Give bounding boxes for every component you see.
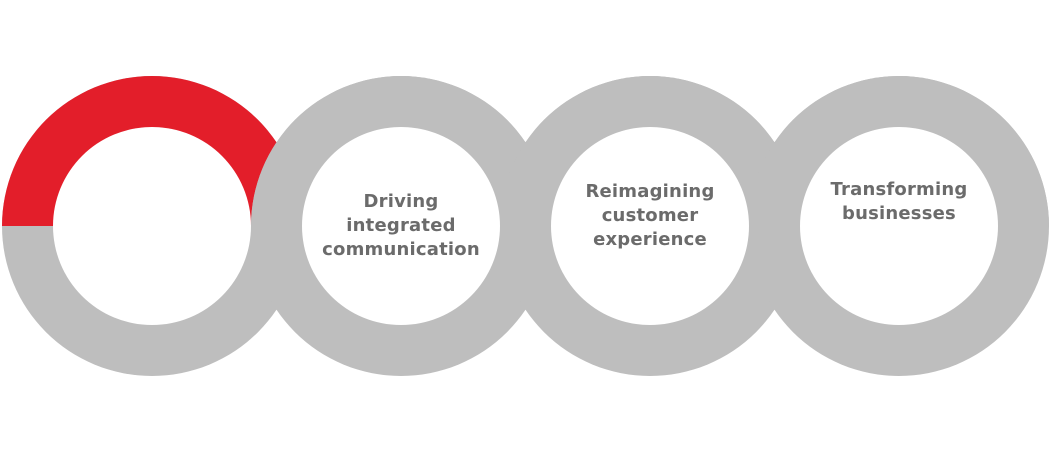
ring-step-2-center: Driving integrated communication: [302, 127, 500, 325]
ring-step-2-label: Driving integrated communication: [322, 191, 480, 260]
ring-step-3-label: Reimagining customer experience: [585, 181, 715, 250]
ring-step-4-label: Transforming businesses: [830, 179, 968, 224]
ring-step-4[interactable]: Transforming businesses: [749, 76, 1049, 376]
ring-step-1-center: [53, 127, 251, 325]
ring-step-4-band: [749, 76, 1049, 376]
ring-step-3-center: Reimagining customer experience: [551, 127, 749, 325]
ring-step-4-center: Transforming businesses: [800, 127, 998, 325]
